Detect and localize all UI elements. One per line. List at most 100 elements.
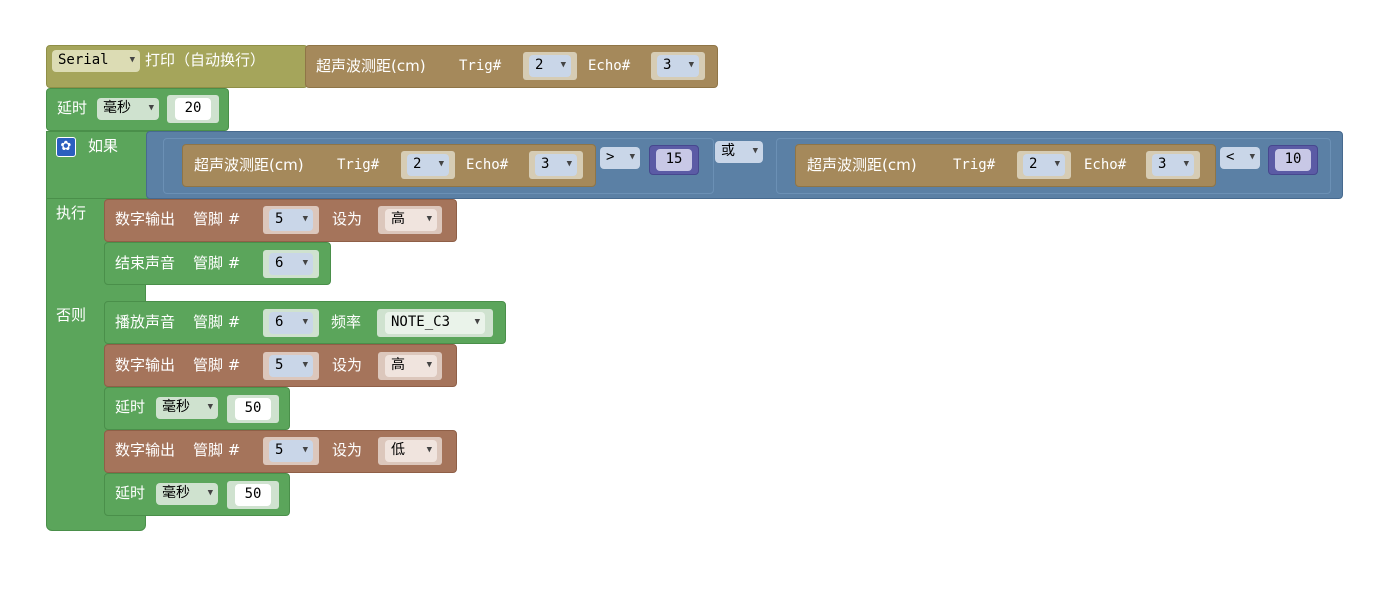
delay-unit-dropdown[interactable]: 毫秒 ▼ bbox=[97, 98, 159, 120]
number-block-right[interactable]: 10 bbox=[1268, 145, 1318, 175]
echo-value: 3 bbox=[663, 57, 672, 73]
digital-write-block[interactable]: 数字输出 管脚 # 5 ▼ 设为 高 ▼ bbox=[104, 344, 457, 387]
trig-value: 2 bbox=[1029, 156, 1038, 172]
trig-dropdown[interactable]: 2 ▼ bbox=[529, 55, 571, 77]
set-label: 设为 bbox=[332, 441, 363, 459]
chevron-down-icon: ▼ bbox=[302, 360, 308, 370]
digital-write-label: 数字输出 bbox=[115, 356, 176, 374]
delay-unit-dropdown[interactable]: 毫秒 ▼ bbox=[156, 483, 218, 505]
chevron-down-icon: ▼ bbox=[566, 159, 572, 169]
number-left-input[interactable]: 15 bbox=[656, 149, 692, 171]
trig-value: 2 bbox=[413, 156, 422, 172]
chevron-down-icon: ▼ bbox=[1183, 159, 1189, 169]
else-label: 否则 bbox=[56, 306, 87, 324]
ultrasonic-label: 超声波测距(cm) bbox=[807, 156, 917, 174]
set-label: 设为 bbox=[332, 356, 363, 374]
chevron-down-icon: ▼ bbox=[207, 402, 213, 412]
echo-dropdown[interactable]: 3 ▼ bbox=[535, 154, 577, 176]
delay-value-input[interactable]: 50 bbox=[235, 484, 271, 506]
pin-label: 管脚 # bbox=[193, 441, 241, 459]
serial-print-label: 打印（自动换行） bbox=[145, 51, 266, 69]
pin-dropdown[interactable]: 5 ▼ bbox=[269, 209, 313, 231]
tone-label: 播放声音 bbox=[115, 313, 176, 331]
ultrasonic-label: 超声波测距(cm) bbox=[316, 57, 426, 75]
level-dropdown[interactable]: 高 ▼ bbox=[385, 355, 437, 377]
chevron-down-icon: ▼ bbox=[148, 103, 154, 113]
pin-label: 管脚 # bbox=[193, 254, 241, 272]
level-value: 高 bbox=[391, 357, 405, 373]
set-label: 设为 bbox=[332, 210, 363, 228]
chevron-down-icon: ▼ bbox=[752, 146, 758, 156]
echo-label: Echo# bbox=[1084, 157, 1127, 173]
note-value: NOTE_C3 bbox=[391, 314, 451, 330]
delay-unit-value: 毫秒 bbox=[162, 485, 190, 501]
if-label: 如果 bbox=[88, 137, 119, 155]
pin-value: 6 bbox=[275, 255, 284, 271]
digital-write-block[interactable]: 数字输出 管脚 # 5 ▼ 设为 高 ▼ bbox=[104, 199, 457, 242]
echo-dropdown[interactable]: 3 ▼ bbox=[1152, 154, 1194, 176]
pin-value: 5 bbox=[275, 357, 284, 373]
level-value: 高 bbox=[391, 211, 405, 227]
serial-print-block[interactable]: Serial ▼ 打印（自动换行） bbox=[46, 45, 308, 88]
chevron-down-icon: ▼ bbox=[426, 445, 432, 455]
level-dropdown[interactable]: 低 ▼ bbox=[385, 440, 437, 462]
compare-op-left-value: > bbox=[606, 149, 615, 165]
delay-unit-value: 毫秒 bbox=[103, 100, 131, 116]
echo-label: Echo# bbox=[466, 157, 509, 173]
delay-block[interactable]: 延时 毫秒 ▼ 50 bbox=[104, 387, 290, 430]
chevron-down-icon: ▼ bbox=[426, 360, 432, 370]
no-tone-block[interactable]: 结束声音 管脚 # 6 ▼ bbox=[104, 242, 331, 285]
chevron-down-icon: ▼ bbox=[302, 445, 308, 455]
chevron-down-icon: ▼ bbox=[474, 317, 480, 327]
delay-block-top[interactable]: 延时 毫秒 ▼ 20 bbox=[46, 88, 229, 131]
delay-value-input[interactable]: 50 bbox=[235, 398, 271, 420]
delay-block[interactable]: 延时 毫秒 ▼ 50 bbox=[104, 473, 290, 516]
pin-dropdown[interactable]: 5 ▼ bbox=[269, 440, 313, 462]
trig-dropdown[interactable]: 2 ▼ bbox=[407, 154, 449, 176]
compare-op-left-dropdown[interactable]: > ▼ bbox=[600, 147, 640, 169]
no-tone-label: 结束声音 bbox=[115, 254, 176, 272]
trig-dropdown[interactable]: 2 ▼ bbox=[1023, 154, 1065, 176]
logic-op-dropdown[interactable]: 或 ▼ bbox=[715, 141, 763, 163]
logic-op-value: 或 bbox=[721, 143, 735, 159]
note-dropdown[interactable]: NOTE_C3 ▼ bbox=[385, 312, 485, 334]
delay-label: 延时 bbox=[115, 484, 146, 502]
echo-value: 3 bbox=[541, 156, 550, 172]
trig-label: Trig# bbox=[953, 157, 996, 173]
chevron-down-icon: ▼ bbox=[302, 317, 308, 327]
pin-dropdown[interactable]: 6 ▼ bbox=[269, 312, 313, 334]
chevron-down-icon: ▼ bbox=[438, 159, 444, 169]
level-dropdown[interactable]: 高 ▼ bbox=[385, 209, 437, 231]
ultrasonic-block-serial[interactable]: 超声波测距(cm) Trig# 2 ▼ Echo# 3 ▼ bbox=[305, 45, 718, 88]
ultrasonic-block-left[interactable]: 超声波测距(cm) Trig# 2 ▼ Echo# 3 ▼ bbox=[182, 144, 596, 187]
tone-block[interactable]: 播放声音 管脚 # 6 ▼ 频率 NOTE_C3 ▼ bbox=[104, 301, 506, 344]
delay-value-input[interactable]: 20 bbox=[175, 98, 211, 120]
digital-write-block[interactable]: 数字输出 管脚 # 5 ▼ 设为 低 ▼ bbox=[104, 430, 457, 473]
chevron-down-icon: ▼ bbox=[426, 214, 432, 224]
number-right-input[interactable]: 10 bbox=[1275, 149, 1311, 171]
compare-op-right-dropdown[interactable]: < ▼ bbox=[1220, 147, 1260, 169]
chevron-down-icon: ▼ bbox=[1249, 152, 1255, 162]
delay-label: 延时 bbox=[57, 99, 88, 117]
pin-dropdown[interactable]: 5 ▼ bbox=[269, 355, 313, 377]
serial-port-value: Serial bbox=[58, 52, 109, 68]
chevron-down-icon: ▼ bbox=[629, 152, 635, 162]
echo-label: Echo# bbox=[588, 58, 631, 74]
pin-value: 5 bbox=[275, 211, 284, 227]
delay-unit-dropdown[interactable]: 毫秒 ▼ bbox=[156, 397, 218, 419]
echo-dropdown[interactable]: 3 ▼ bbox=[657, 55, 699, 77]
chevron-down-icon: ▼ bbox=[560, 60, 566, 70]
serial-port-dropdown[interactable]: Serial ▼ bbox=[52, 50, 140, 72]
delay-unit-value: 毫秒 bbox=[162, 399, 190, 415]
delay-label: 延时 bbox=[115, 398, 146, 416]
chevron-down-icon: ▼ bbox=[1054, 159, 1060, 169]
digital-write-label: 数字输出 bbox=[115, 210, 176, 228]
trig-value: 2 bbox=[535, 57, 544, 73]
number-block-left[interactable]: 15 bbox=[649, 145, 699, 175]
ultrasonic-block-right[interactable]: 超声波测距(cm) Trig# 2 ▼ Echo# 3 ▼ bbox=[795, 144, 1216, 187]
chevron-down-icon: ▼ bbox=[302, 258, 308, 268]
gear-icon[interactable]: ✿ bbox=[56, 137, 76, 157]
pin-label: 管脚 # bbox=[193, 210, 241, 228]
chevron-down-icon: ▼ bbox=[302, 214, 308, 224]
pin-dropdown[interactable]: 6 ▼ bbox=[269, 253, 313, 275]
